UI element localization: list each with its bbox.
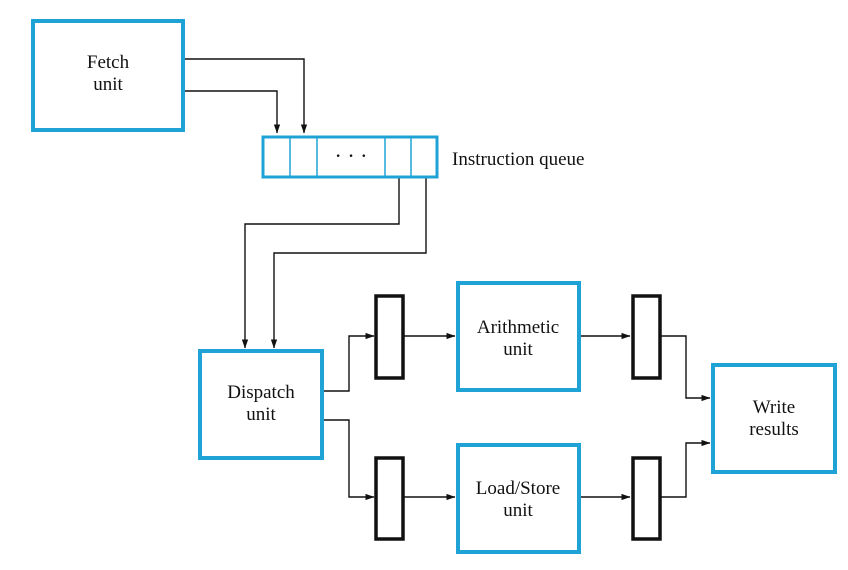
instruction-queue-label: Instruction queue — [452, 149, 584, 170]
instruction-queue: · · · — [261, 135, 439, 179]
fetch-to-queue-arrow-2 — [184, 90, 281, 134]
write-results-label-line1: Write — [753, 397, 796, 418]
buffer-loadstore-write — [631, 456, 662, 541]
fetch-unit: Fetch unit — [31, 19, 185, 132]
write-results-label-line2: results — [749, 419, 799, 440]
queue-to-dispatch-arrow-1 — [241, 178, 400, 349]
arithmetic-unit-label-line1: Arithmetic — [477, 317, 559, 338]
arithmetic-unit: Arithmetic unit — [456, 281, 581, 392]
lower-buffer-to-write-arrow — [661, 439, 711, 498]
write-results-unit: Write results — [711, 363, 837, 474]
dispatch-unit-label-line1: Dispatch — [227, 382, 295, 403]
dispatch-unit-label-line2: unit — [246, 404, 276, 425]
loadstore-unit-label-line1: Load/Store — [476, 478, 560, 499]
connections — [184, 58, 711, 501]
loadstore-unit-label-line2: unit — [503, 500, 533, 521]
dispatch-unit: Dispatch unit — [198, 349, 324, 460]
upper-buffer-to-write-arrow — [661, 335, 711, 402]
buffer-dispatch-loadstore — [374, 456, 405, 541]
arithmetic-unit-label-line2: unit — [503, 339, 533, 360]
buffer-dispatch-arithmetic — [374, 294, 405, 380]
fetch-unit-label-line1: Fetch — [87, 52, 130, 73]
dispatch-to-lower-buffer-arrow — [323, 419, 375, 501]
loadstore-unit: Load/Store unit — [456, 443, 581, 554]
dispatch-to-upper-buffer-arrow — [323, 332, 375, 392]
fetch-unit-label-line2: unit — [93, 74, 123, 95]
queue-to-dispatch-arrow-2 — [270, 178, 427, 349]
fetch-to-queue-arrow-1 — [184, 58, 308, 134]
buffer-arithmetic-write — [631, 294, 662, 380]
queue-ellipsis: · · · — [335, 143, 368, 168]
